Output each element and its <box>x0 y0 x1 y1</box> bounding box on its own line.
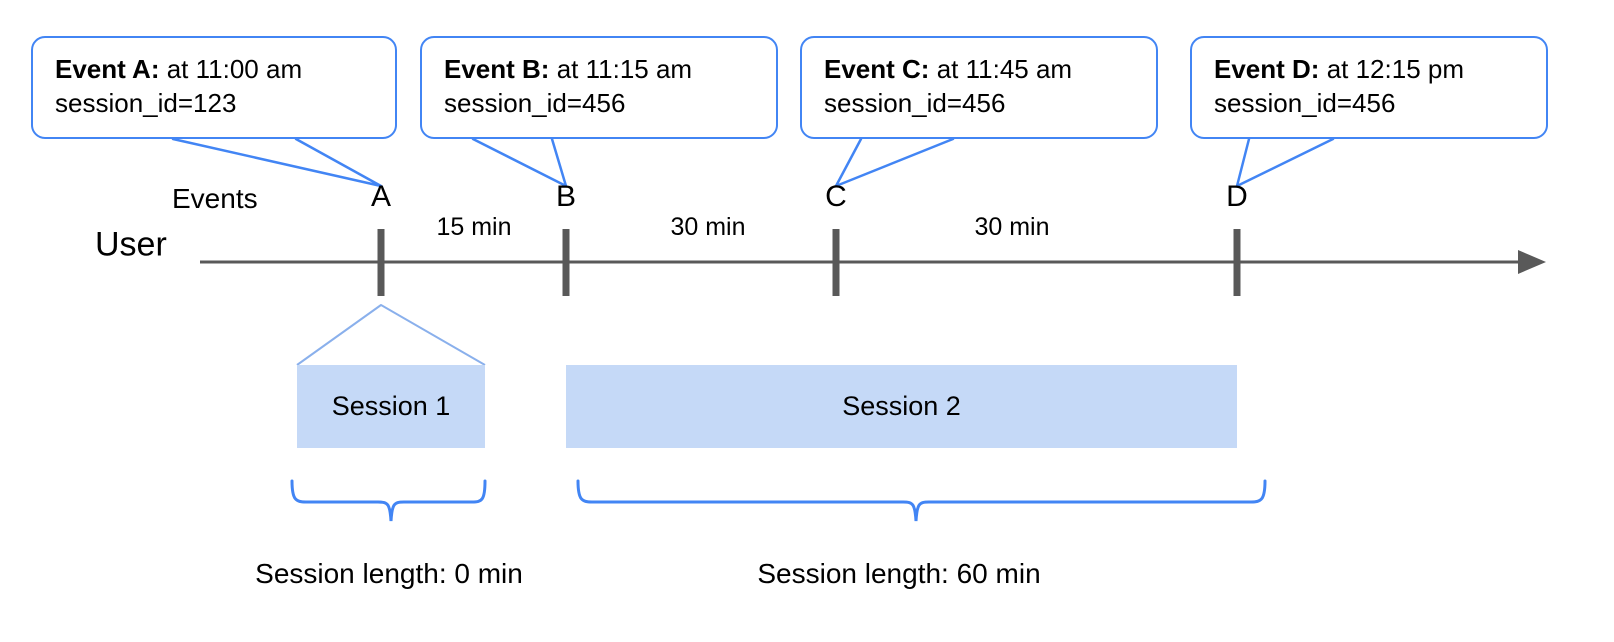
session-bar-2-label: Session 2 <box>842 391 961 421</box>
callout-d-bold: Event D: <box>1214 54 1320 84</box>
callout-event-a[interactable]: Event A: at 11:00 am session_id=123 <box>31 36 397 139</box>
session-1-length-caption: Session length: 0 min <box>255 558 523 589</box>
callout-tail-b <box>471 137 568 188</box>
callout-c-bold: Event C: <box>824 54 930 84</box>
callout-a-rest: at 11:00 am <box>159 54 303 84</box>
session-bar-1[interactable]: Session 1 <box>297 365 485 448</box>
callout-a-line2: session_id=123 <box>55 88 237 118</box>
session-bar-2[interactable]: Session 2 <box>566 365 1237 448</box>
user-axis <box>200 250 1546 274</box>
row-label-user: User <box>95 225 167 264</box>
callout-c-line1: Event C: at 11:45 am <box>824 52 1156 86</box>
callout-a-bold: Event A: <box>55 54 160 84</box>
callout-a-line1: Event A: at 11:00 am <box>55 52 395 86</box>
event-label-c: C <box>825 180 847 213</box>
session2-brace <box>576 479 1267 522</box>
callout-d-rest: at 12:15 pm <box>1319 54 1465 84</box>
session1-brace <box>290 479 487 522</box>
event-label-d: D <box>1226 180 1248 213</box>
gap-label-a-b: 15 min <box>436 213 512 241</box>
event-label-b: B <box>555 180 577 213</box>
callout-c-line2: session_id=456 <box>824 88 1006 118</box>
callout-tail-c <box>834 137 955 188</box>
callout-event-c[interactable]: Event C: at 11:45 am session_id=456 <box>800 36 1158 139</box>
callout-tail-a <box>171 137 383 188</box>
gap-label-c-d: 30 min <box>974 213 1050 241</box>
callout-event-d[interactable]: Event D: at 12:15 pm session_id=456 <box>1190 36 1548 139</box>
callout-event-b[interactable]: Event B: at 11:15 am session_id=456 <box>420 36 778 139</box>
callout-b-bold: Event B: <box>444 54 550 84</box>
row-label-events: Events <box>172 183 258 214</box>
callout-c-rest: at 11:45 am <box>929 54 1073 84</box>
callout-b-line1: Event B: at 11:15 am <box>444 52 776 86</box>
gap-label-b-c: 30 min <box>670 213 746 241</box>
event-label-a: A <box>370 180 392 213</box>
callout-b-line2: session_id=456 <box>444 88 626 118</box>
session-bar-1-label: Session 1 <box>331 391 451 421</box>
event-tick-marks <box>377 229 1241 296</box>
callout-b-rest: at 11:15 am <box>549 54 693 84</box>
callout-d-line1: Event D: at 12:15 pm <box>1214 52 1546 86</box>
session1-connector <box>296 304 486 366</box>
callout-d-line2: session_id=456 <box>1214 88 1396 118</box>
session-2-length-caption: Session length: 60 min <box>757 558 1041 589</box>
callout-tail-d <box>1235 137 1335 188</box>
